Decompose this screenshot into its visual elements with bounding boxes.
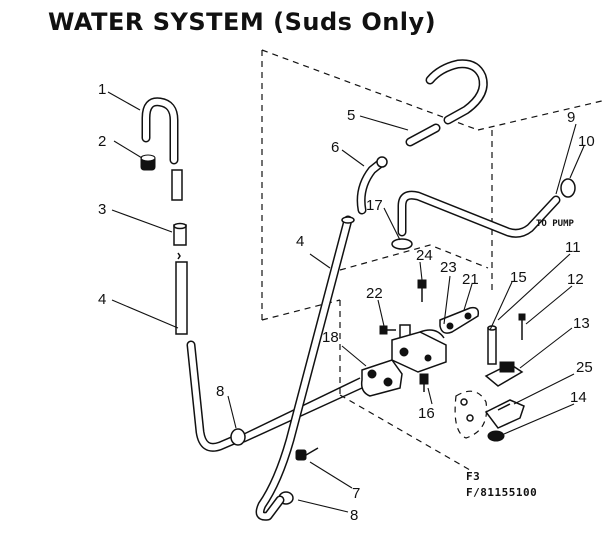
part-15-pin bbox=[487, 325, 497, 365]
callout-18: 18 bbox=[322, 329, 339, 346]
leader-lines bbox=[107, 91, 585, 513]
part-1-hose-bend bbox=[141, 97, 179, 165]
callout-24: 24 bbox=[416, 247, 433, 264]
diagram-title: WATER SYSTEM (Suds Only) bbox=[48, 8, 436, 36]
callout-9: 9 bbox=[567, 109, 575, 126]
callout-14: 14 bbox=[570, 389, 587, 406]
part-17-washer bbox=[391, 238, 413, 250]
part-3-hose-segments bbox=[171, 169, 188, 335]
figure-number: F3 bbox=[466, 470, 480, 483]
callout-7: 7 bbox=[352, 485, 360, 502]
callout-11: 11 bbox=[565, 239, 581, 256]
callout-2: 2 bbox=[98, 133, 106, 150]
part-number: F/81155100 bbox=[466, 486, 537, 499]
callout-8-bottom: 8 bbox=[350, 507, 358, 524]
callout-13: 13 bbox=[573, 315, 590, 332]
part-2-connector bbox=[140, 154, 156, 171]
callout-4-center: 4 bbox=[296, 233, 304, 250]
callout-8-left: 8 bbox=[216, 383, 224, 400]
part-12-screw bbox=[518, 313, 526, 340]
part-22-screw bbox=[379, 325, 396, 335]
part-14-grommet bbox=[487, 430, 505, 442]
callout-3: 3 bbox=[98, 201, 106, 218]
part-24-screw bbox=[417, 279, 427, 302]
part-5-hose bbox=[405, 59, 488, 147]
part-4-center-hose bbox=[255, 215, 355, 521]
callout-1: 1 bbox=[98, 81, 106, 98]
callout-4-left: 4 bbox=[98, 291, 106, 308]
callout-10: 10 bbox=[578, 133, 595, 150]
part-25-bracket bbox=[484, 399, 525, 429]
callout-15: 15 bbox=[510, 269, 527, 286]
part-9-pump-hose bbox=[397, 190, 561, 238]
part-6-elbow bbox=[356, 156, 388, 215]
callout-17: 17 bbox=[366, 197, 383, 214]
part-10-clamp bbox=[560, 178, 576, 198]
part-13-switch bbox=[484, 361, 524, 387]
callout-16: 16 bbox=[418, 405, 435, 422]
part-21-bracket bbox=[439, 306, 480, 334]
to-pump-label: TO PUMP bbox=[536, 219, 575, 229]
callout-6: 6 bbox=[331, 139, 339, 156]
callout-25: 25 bbox=[576, 359, 593, 376]
callout-5: 5 bbox=[347, 107, 355, 124]
callout-23: 23 bbox=[440, 259, 457, 276]
cabinet-outline bbox=[261, 49, 607, 471]
callout-21: 21 bbox=[462, 271, 479, 288]
callout-labels: 1 2 3 4 4 5 6 7 8 8 9 10 11 12 13 14 15 … bbox=[98, 81, 595, 524]
callout-12: 12 bbox=[567, 271, 584, 288]
part-4-lower-left-hose bbox=[186, 340, 239, 452]
part-7-screw bbox=[295, 447, 319, 461]
water-valve-assembly bbox=[360, 324, 447, 397]
callout-22: 22 bbox=[366, 285, 383, 302]
part-16-gasket bbox=[454, 390, 488, 439]
